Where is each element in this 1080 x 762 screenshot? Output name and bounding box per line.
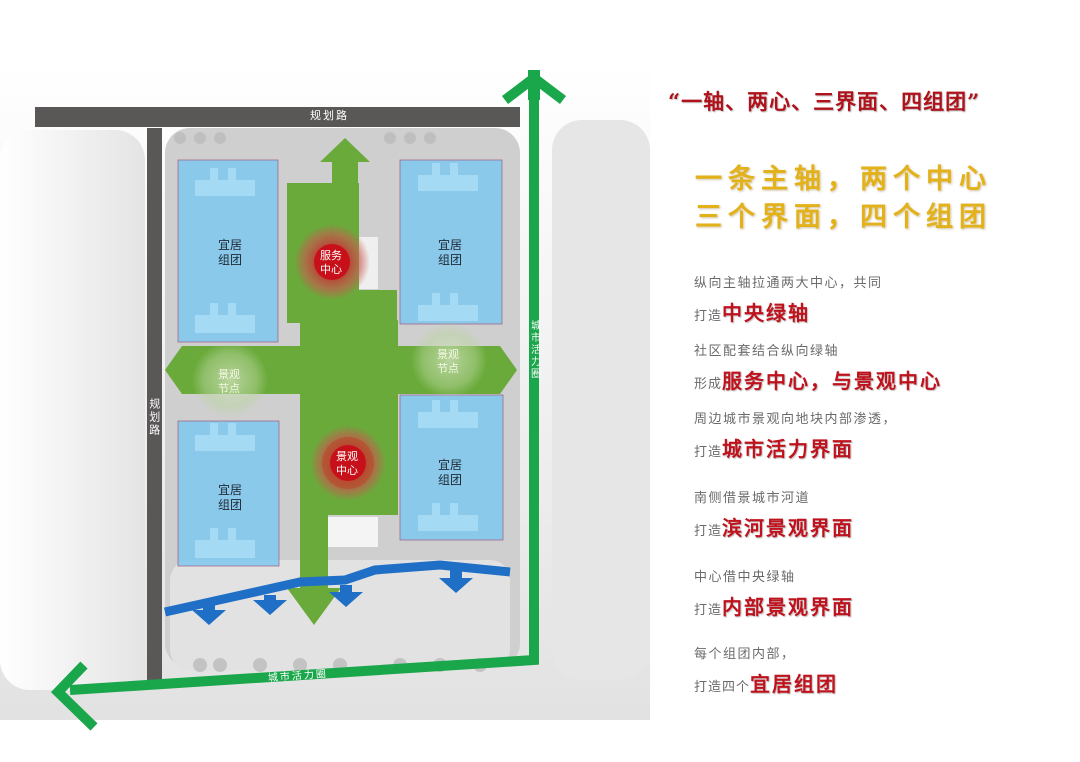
strategy-item-livable-clusters: 每个组团内部， 打造四个宜居组团 (694, 647, 839, 696)
city-vitality-ring (50, 70, 567, 731)
service-center-label: 服务 中心 (320, 249, 342, 276)
top-road (35, 107, 520, 127)
landscape-node-left-label: 景观 节点 (218, 368, 240, 395)
left-block (0, 130, 145, 690)
clubhouse (320, 517, 378, 547)
strategy-item-central-green-axis: 纵向主轴拉通两大中心，共同 打造中央绿轴 (694, 276, 883, 325)
left-road (147, 128, 162, 688)
cluster-label-top-right: 宜居 组团 (438, 238, 463, 267)
landscape-node-right-label: 景观 节点 (437, 348, 459, 375)
residential-clusters (177, 159, 504, 567)
river-arrows (192, 570, 473, 625)
strategy-item-city-vitality-interface: 周边城市景观向地块内部渗透， 打造城市活力界面 (694, 412, 898, 461)
cluster-label-bottom-left: 宜居 组团 (218, 483, 243, 512)
cluster-label-top-left: 宜居 组团 (218, 238, 243, 267)
site-plan-graphic (0, 60, 650, 731)
top-road-label: 规划路 (310, 109, 349, 122)
left-road-label: 规划路 (147, 398, 161, 437)
strategy-item-riverside-interface: 南侧借景城市河道 打造滨河景观界面 (694, 491, 855, 540)
landscape-center-label: 景观 中心 (336, 450, 358, 477)
headline-line-1: 一条主轴，两个中心 (695, 164, 992, 195)
cluster-label-bottom-right: 宜居 组团 (438, 458, 463, 487)
vitality-ring-right-label: 城市活力圈 (528, 320, 540, 380)
slogan: “一轴、两心、三界面、四组团” (668, 89, 981, 114)
strategy-item-internal-interface: 中心借中央绿轴 打造内部景观界面 (694, 570, 855, 619)
right-block (552, 120, 650, 680)
site-plan-diagram: 规划路 规划路 城市活力圈 城市活力圈 宜居 组团 宜居 组团 宜居 组团 宜居… (0, 60, 650, 731)
river (164, 560, 511, 617)
strategy-item-centers: 社区配套结合纵向绿轴 形成服务中心，与景观中心 (694, 344, 943, 393)
headline-line-2: 三个界面，四个组团 (695, 202, 992, 233)
